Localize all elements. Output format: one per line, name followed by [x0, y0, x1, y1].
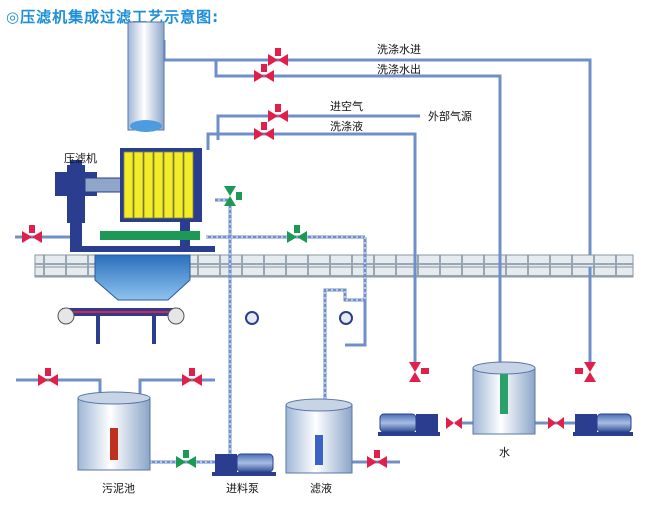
- valve-air-in: [268, 104, 288, 122]
- water-tank: [472, 361, 536, 435]
- valve-tank-to-pump: [176, 450, 196, 468]
- valve-filtrate-line: [287, 225, 307, 243]
- gauge-filtrate: [245, 311, 353, 325]
- valve-pump-left: [446, 417, 462, 429]
- overhead-wash-tank: [127, 21, 165, 132]
- water-pump-left: [378, 413, 440, 436]
- pipe-wash-water-out: [214, 60, 502, 370]
- valves: [22, 48, 596, 468]
- pipe-air-in: [216, 114, 420, 140]
- valve-wash-liquid-down: [409, 362, 429, 382]
- belt-conveyor: [57, 307, 185, 344]
- label-air-in: 进空气: [330, 99, 363, 113]
- valve-wash-water-out: [254, 64, 274, 82]
- pipe-wash-liquid: [206, 132, 417, 370]
- valve-wash-liquid: [254, 122, 274, 140]
- valve-sludge-inlet: [38, 368, 58, 386]
- label-filtrate: 滤液: [310, 481, 332, 495]
- valve-feed-inlet: [22, 225, 42, 243]
- label-feed-pump: 进料泵: [226, 481, 259, 495]
- valve-water-right-down: [575, 362, 596, 382]
- sludge-tank: [77, 391, 151, 471]
- label-wash-liquid: 洗涤液: [330, 119, 363, 133]
- label-sludge-tank: 污泥池: [102, 482, 135, 495]
- valve-wash-water-in: [268, 48, 288, 66]
- water-pump-right: [573, 413, 633, 436]
- label-water: 水: [499, 446, 510, 459]
- valve-filtrate-outlet: [367, 450, 387, 468]
- filter-press: [55, 148, 215, 301]
- valve-sludge-outlet: [182, 368, 202, 386]
- filter-plates: [123, 151, 194, 219]
- label-wash-water-out: 洗涤水出: [377, 62, 421, 76]
- label-wash-water-in: 洗涤水进: [377, 42, 421, 56]
- feed-pump: [212, 453, 276, 476]
- valve-filter-outlet: [224, 186, 242, 206]
- label-external-air-source: 外部气源: [428, 109, 472, 123]
- valve-pump-right: [548, 417, 564, 429]
- diagram-title: ◎压滤机集成过滤工艺示意图:: [6, 8, 220, 26]
- filtrate-tank: [285, 398, 353, 474]
- label-filter-press: 压滤机: [64, 151, 97, 165]
